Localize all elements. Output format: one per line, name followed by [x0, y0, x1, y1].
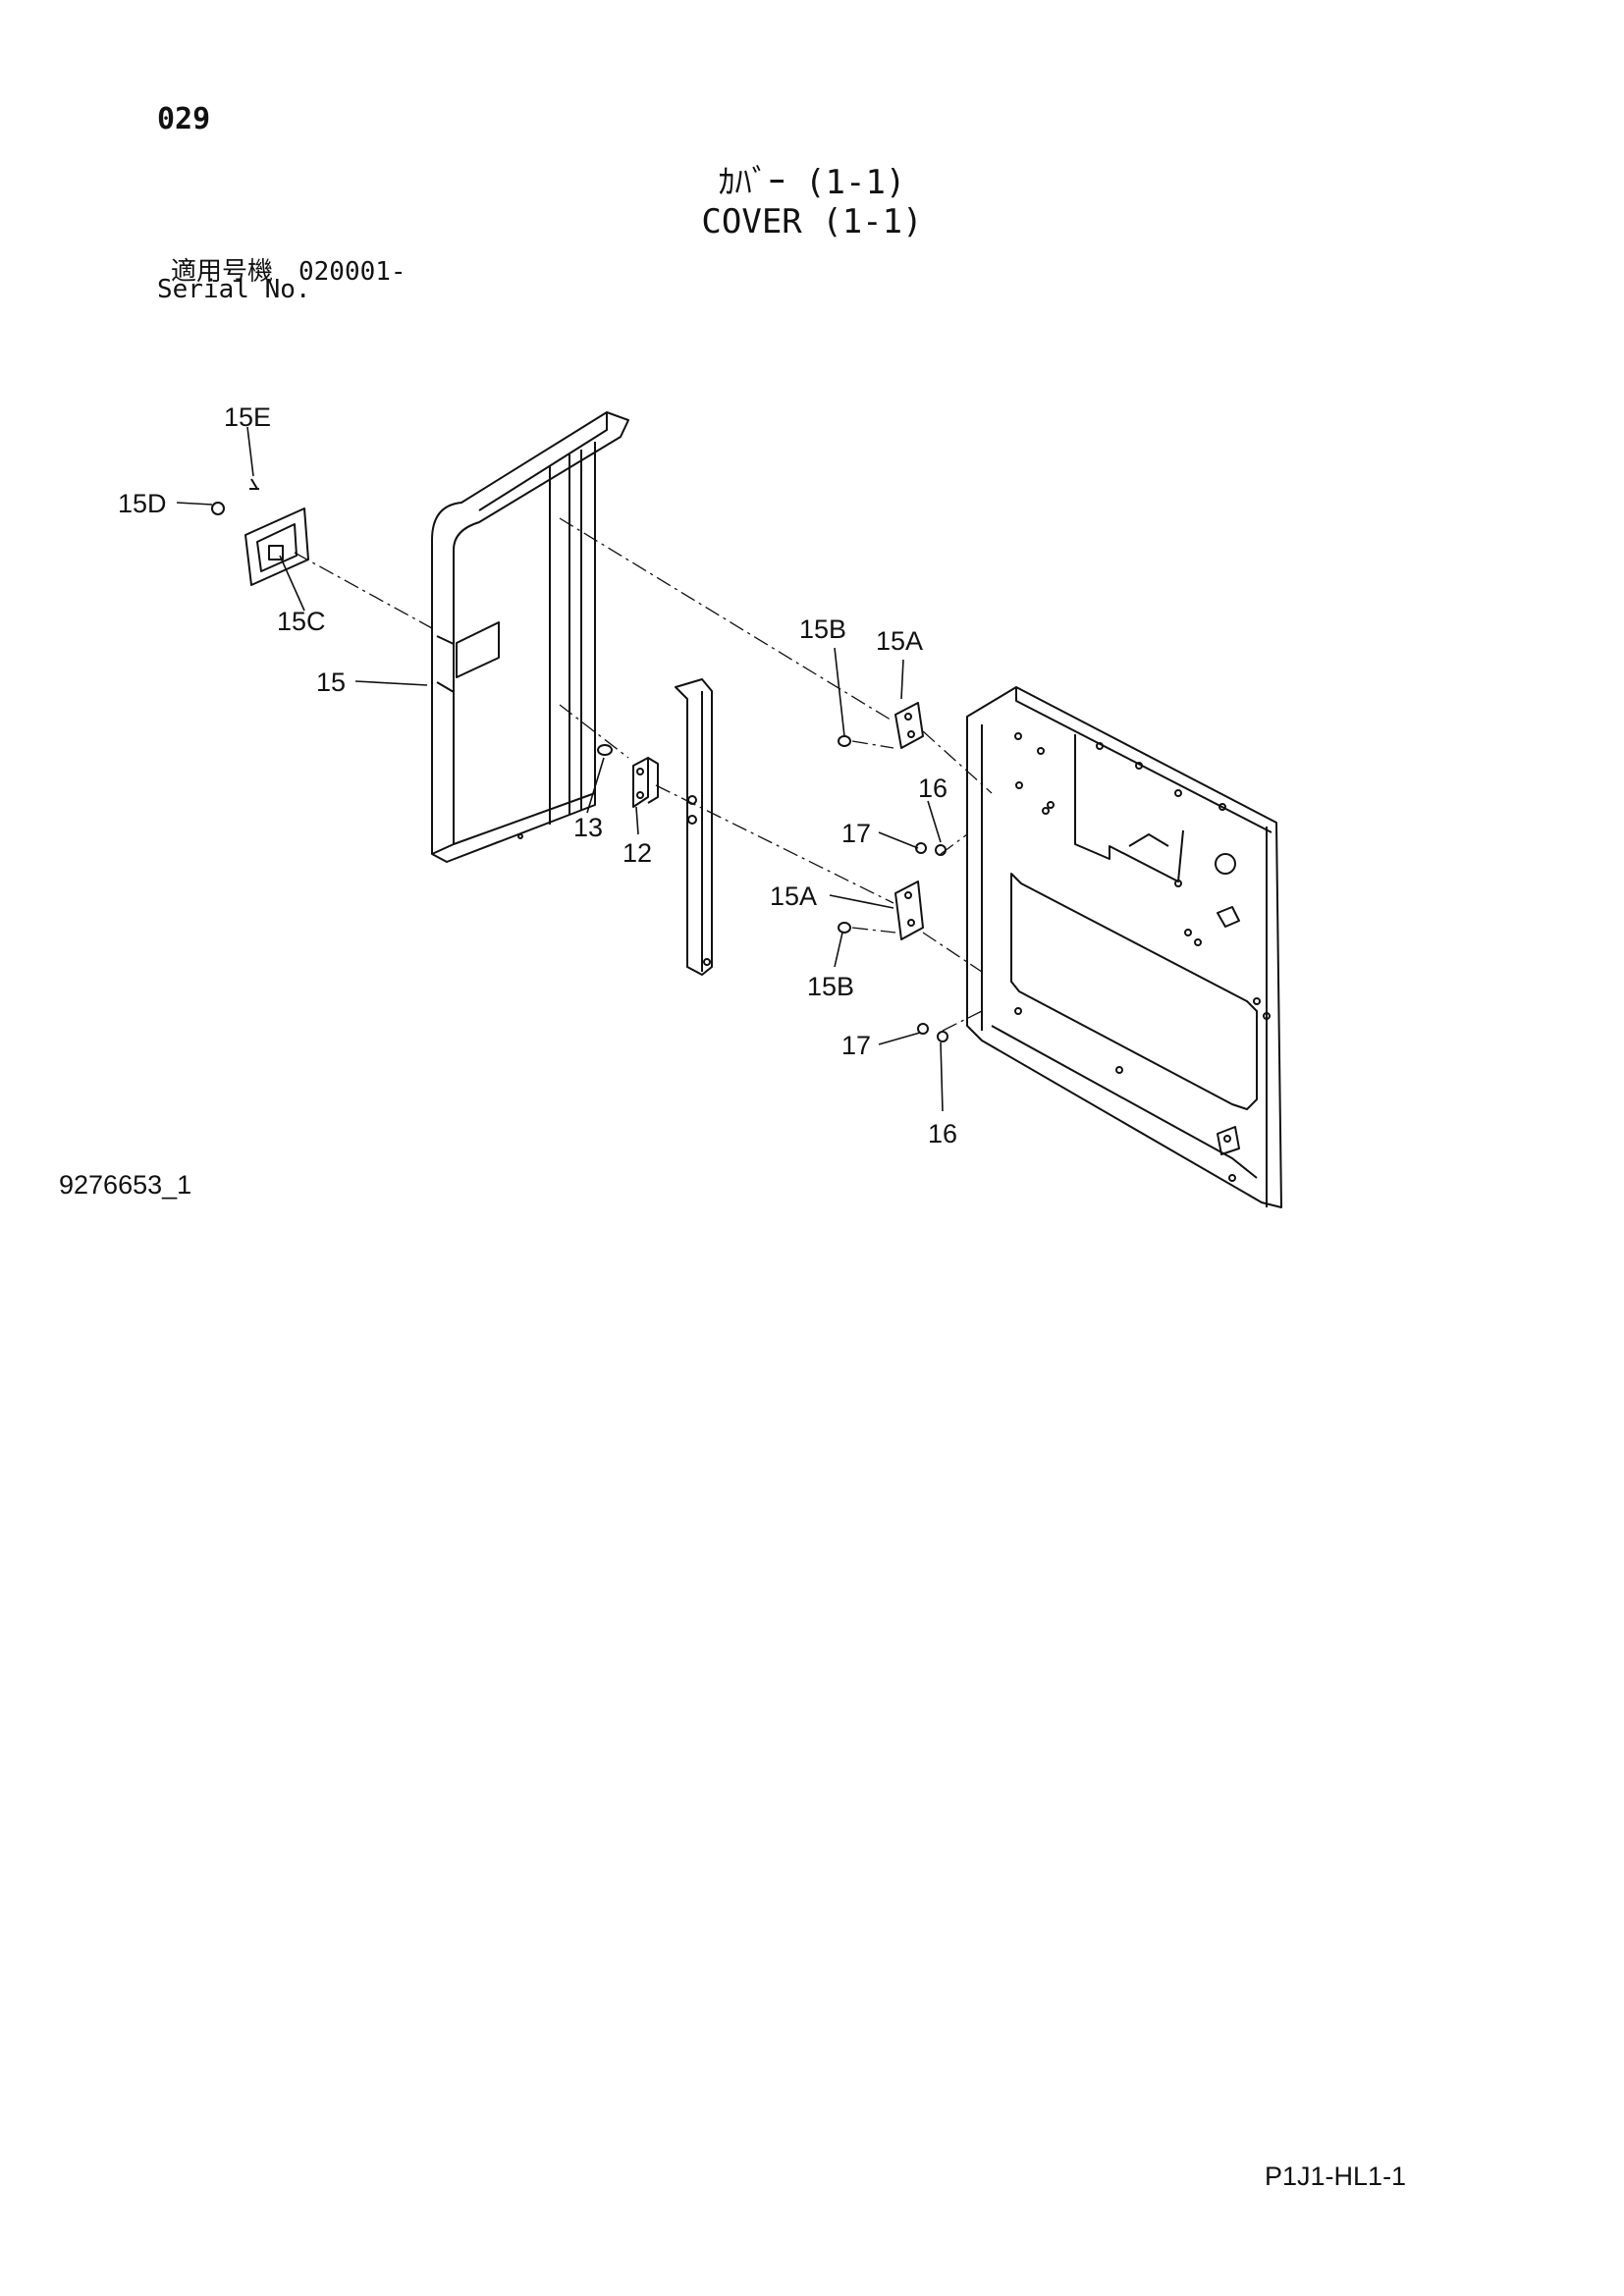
- callout-16-lower: 16: [928, 1119, 957, 1148]
- callout-16-upper: 16: [918, 774, 947, 803]
- callout-12: 12: [623, 838, 652, 868]
- callout-15C: 15C: [277, 607, 326, 636]
- callout-13: 13: [573, 813, 603, 842]
- callout-15E: 15E: [224, 402, 271, 432]
- title-japanese: ｶﾊﾞｰ (1-1): [718, 163, 906, 202]
- callout-17-lower: 17: [841, 1031, 871, 1060]
- drawing-id: 9276653_1: [59, 1170, 192, 1200]
- callout-15: 15: [316, 667, 346, 697]
- hinge-upper: [838, 702, 924, 749]
- title-english: COVER (1-1): [701, 202, 923, 241]
- handle-assembly: [211, 478, 309, 586]
- hinge-lower: [838, 881, 924, 940]
- serial-label-english: Serial No.: [157, 275, 311, 304]
- door-frame-part: [431, 411, 629, 863]
- cover-panel: [966, 686, 1282, 1208]
- callout-15B-lower: 15B: [807, 972, 854, 1001]
- hinge-left: [597, 744, 659, 808]
- angle-bracket: [675, 678, 713, 976]
- alignment-lines: [294, 517, 993, 1032]
- serial-label-japanese: 適用号機 020001-: [171, 257, 406, 287]
- nut-washer-set: [915, 842, 948, 1042]
- callout-15D: 15D: [118, 489, 167, 518]
- sheet-code: P1J1-HL1-1: [1265, 2162, 1407, 2191]
- callout-15B-upper: 15B: [799, 614, 846, 644]
- page-number: 029: [157, 102, 211, 136]
- leader-lines: [176, 426, 944, 1112]
- callout-15A-upper: 15A: [876, 626, 923, 656]
- callout-15A-lower: 15A: [770, 881, 817, 911]
- callout-17-upper: 17: [841, 819, 871, 848]
